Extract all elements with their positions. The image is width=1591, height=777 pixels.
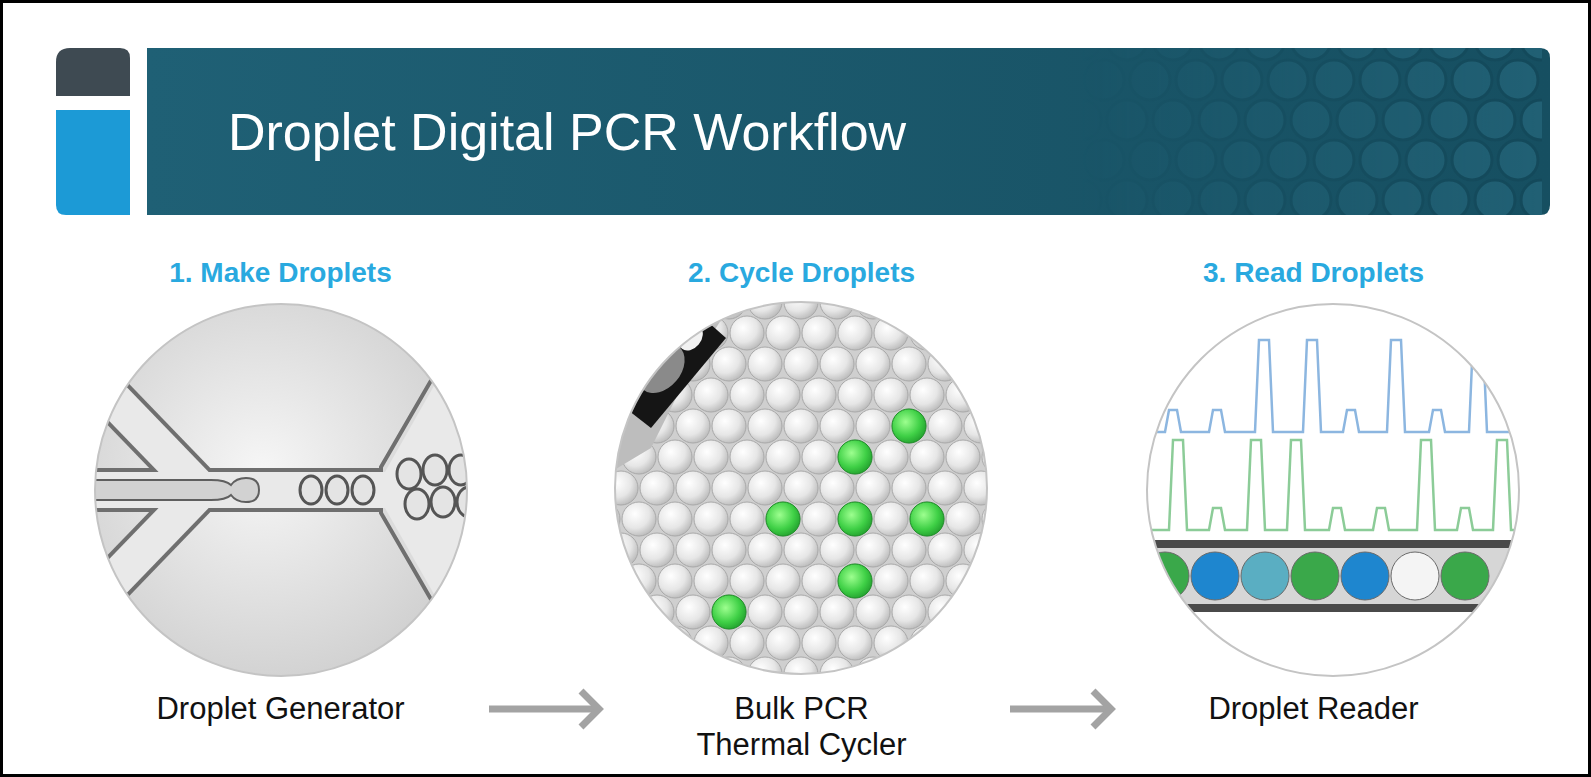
illustration-slot [801,301,802,677]
step-caption: Bulk PCR Thermal Cycler [684,691,919,763]
flow-arrow [489,691,599,727]
arrow-head [581,691,599,727]
illustration-slot [1313,301,1314,677]
step-caption: Droplet Reader [1208,691,1418,727]
step-heading: 2. Cycle Droplets [688,255,915,291]
droplet-cycling-art [601,288,991,678]
step-heading: 3. Read Droplets [1203,255,1424,291]
droplet-reader-art [1141,300,1523,680]
diagram-title: Droplet Digital PCR Workflow [228,102,906,162]
header-band [147,48,1550,215]
flow-arrow [1010,691,1111,727]
workflow-step: 1. Make DropletsDroplet Generator [94,255,467,727]
step-caption: Droplet Generator [156,691,404,727]
arrow-shaft [489,706,595,713]
workflow-step: 3. Read DropletsDroplet Reader [1127,255,1500,727]
step-heading: 1. Make Droplets [169,255,392,291]
logo-top [56,48,130,96]
logo-bottom [56,110,130,215]
logo [56,48,130,215]
workflow-step: 2. Cycle DropletsBulk PCR Thermal Cycler [615,255,988,763]
droplet-generator-art [61,300,481,680]
header-ground [147,48,1550,215]
illustration-slot [280,301,281,677]
arrow-head [1093,691,1111,727]
arrow-shaft [1010,706,1107,713]
hex-pattern [1080,48,1542,215]
